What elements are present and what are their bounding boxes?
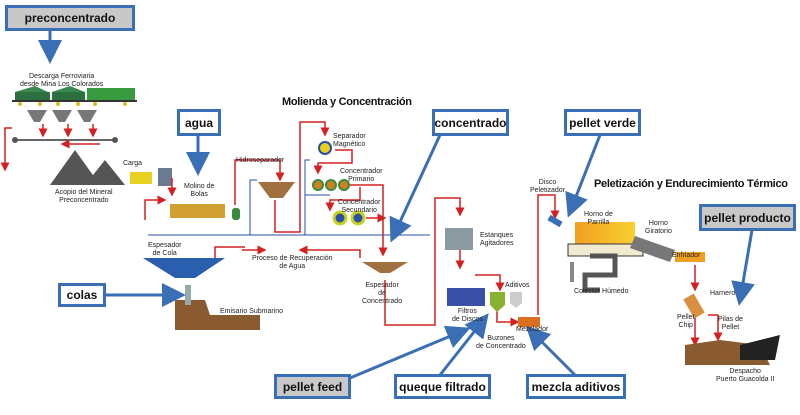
rotary-kiln bbox=[630, 236, 675, 262]
cooler bbox=[675, 252, 705, 262]
concentrate-thickener bbox=[362, 262, 408, 273]
tailings-thickener bbox=[143, 258, 225, 278]
label-separador: Separador Magnético bbox=[333, 133, 366, 148]
callout-pellet-feed: pellet feed bbox=[274, 374, 351, 399]
label-espesador-conc: Espesador de Concentrado bbox=[362, 282, 403, 305]
label-molino: Molino de Bolas bbox=[184, 183, 215, 198]
label-descarga: Descarga Ferroviaria desde Mina Los Colo… bbox=[20, 73, 104, 88]
mixer bbox=[518, 317, 540, 327]
callout-pellet-producto: pellet producto bbox=[699, 204, 796, 231]
disc-filters bbox=[447, 288, 485, 306]
label-enfriador: Enfriador bbox=[672, 252, 701, 259]
submarine-outfall bbox=[175, 300, 260, 330]
label-pilas: Pilas de Pellet bbox=[718, 316, 743, 331]
label-disco: Disco Peletizador bbox=[530, 179, 566, 194]
callout-preconcentrado: preconcentrado bbox=[5, 5, 135, 31]
ship bbox=[740, 335, 780, 360]
label-carga: Carga bbox=[123, 160, 143, 167]
label-horno-giratorio: Horno Giratorio bbox=[645, 220, 672, 235]
grate-furnace bbox=[575, 222, 635, 244]
label-emisario: Emisario Submarino bbox=[220, 308, 284, 315]
label-harnero: Harnero bbox=[710, 290, 736, 297]
label-estanques: Estanques Agitadores bbox=[480, 232, 514, 247]
label-acopio: Acopio del Mineral Preconcentrado bbox=[55, 189, 113, 204]
loader bbox=[130, 172, 152, 184]
agitator-tanks bbox=[445, 228, 473, 250]
label-colector: Colector Húmedo bbox=[574, 288, 629, 295]
label-recuperacion: Proceso de Recuperación de Agua bbox=[252, 255, 333, 270]
label-despacho: Despacho Puerto Guacolda II bbox=[716, 368, 775, 383]
hoppers bbox=[27, 110, 97, 122]
label-horno-parrilla: Horno de Parrilla bbox=[584, 211, 613, 226]
callout-pellet-verde: pellet verde bbox=[564, 109, 641, 136]
label-mezclador: Mezclador bbox=[516, 326, 549, 333]
train-wagons bbox=[12, 86, 137, 106]
label-conc-primario: Concentrador Primario bbox=[340, 168, 383, 183]
label-pellet-chip: Pellet Chip bbox=[677, 314, 695, 329]
label-hidroseparador: Hidroseparador bbox=[236, 157, 285, 164]
label-filtros: Filtros de Discos bbox=[452, 308, 483, 323]
label-conc-secundario: Concentrador Secundario bbox=[338, 199, 381, 214]
hydroseparator bbox=[258, 182, 295, 198]
section-title-molienda: Molienda y Concentración bbox=[282, 96, 412, 108]
callout-concentrado: concentrado bbox=[432, 109, 509, 136]
label-buzones: Buzones de Concentrado bbox=[476, 335, 526, 350]
callout-agua: agua bbox=[177, 109, 221, 136]
label-espesador-cola: Espesador de Cola bbox=[148, 242, 182, 257]
callout-queque-filtrado: queque filtrado bbox=[394, 374, 491, 399]
label-aditivos: Aditivos bbox=[505, 282, 530, 289]
callout-colas: colas bbox=[58, 283, 106, 307]
callout-mezcla-aditivos: mezcla aditivos bbox=[526, 374, 626, 399]
section-title-peletizacion: Peletización y Endurecimiento Térmico bbox=[594, 178, 788, 190]
stockpile bbox=[50, 150, 125, 185]
ball-mill bbox=[170, 204, 225, 218]
